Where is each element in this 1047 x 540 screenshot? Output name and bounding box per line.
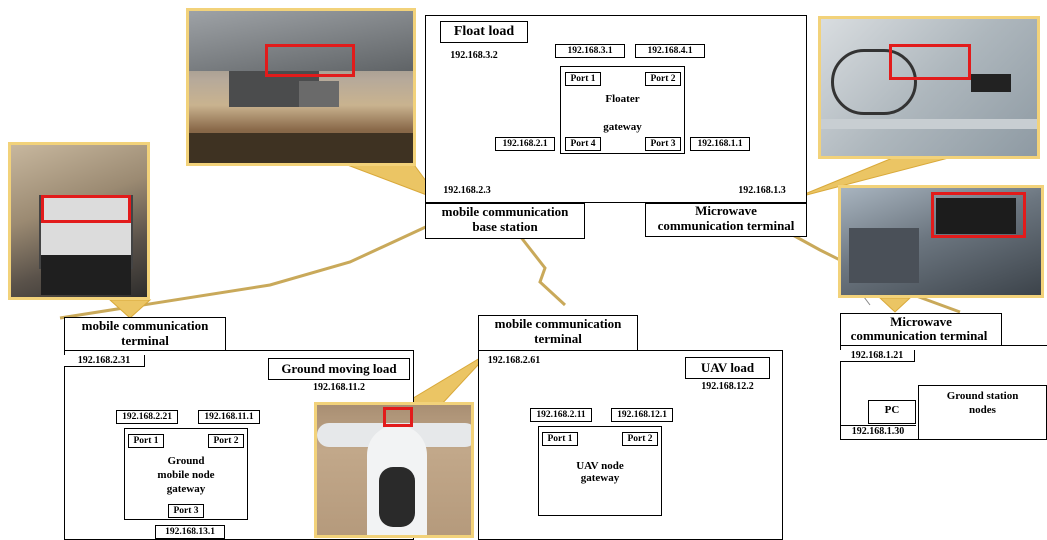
ip-192-168-13-1: 192.168.13.1	[155, 525, 225, 539]
floater-port-2: Port 2	[645, 72, 681, 86]
airship-gondola-2	[299, 81, 339, 107]
wireless-link-ground	[59, 223, 431, 320]
station-terminal-label-2: communication terminal	[850, 328, 988, 343]
pc-ip: 192.168.1.30	[840, 425, 916, 437]
callout-station	[878, 297, 912, 313]
floater-gateway-label-2: gateway	[603, 121, 642, 133]
station-device	[936, 198, 1016, 234]
gm-terminal-label-2: terminal	[121, 333, 169, 348]
ip-192-168-2-1: 192.168.2.1	[495, 137, 555, 151]
ip-192-168-1-1: 192.168.1.1	[690, 137, 750, 151]
microwave-terminal-label-2: communication terminal	[657, 218, 795, 233]
gm-gateway-label-1: Ground	[167, 455, 205, 467]
station-panel	[849, 228, 919, 283]
uav-terminal-label-2: terminal	[534, 331, 582, 346]
gm-port-1: Port 1	[128, 434, 164, 448]
gm-port-2: Port 2	[208, 434, 244, 448]
ip-192-168-11-1: 192.168.11.1	[198, 410, 260, 424]
gm-terminal-ip: 192.168.2.31	[64, 355, 145, 367]
ip-192-168-2-3: 192.168.2.3	[443, 185, 491, 196]
station-terminal-box	[840, 313, 1002, 346]
uav-load-ip: 192.168.12.2	[701, 381, 754, 392]
airship-photo	[186, 8, 416, 166]
pc-label: PC	[884, 404, 900, 416]
uav-load-title: UAV load	[685, 357, 770, 379]
station-equipment-highlight	[931, 192, 1026, 238]
floater-equipment-highlight	[889, 44, 971, 80]
ip-192-168-2-21: 192.168.2.21	[116, 410, 178, 424]
equipment-box	[971, 74, 1011, 92]
device-base	[41, 255, 131, 295]
floater-port-3: Port 3	[645, 137, 681, 151]
microwave-terminal-box	[645, 203, 807, 237]
floater-port-1: Port 1	[565, 72, 601, 86]
vehicle-equipment-highlight	[41, 195, 131, 223]
floater-port-4: Port 4	[565, 137, 601, 151]
ip-192-168-4-1: 192.168.4.1	[635, 44, 705, 58]
vehicle-equipment-photo	[8, 142, 150, 300]
callout-car	[108, 299, 152, 319]
frame-bar	[821, 119, 1037, 129]
ip-192-168-3-1: 192.168.3.1	[555, 44, 625, 58]
uav-terminal-label-1: mobile communication	[494, 316, 622, 331]
gm-gateway-label-3: gateway	[166, 483, 206, 495]
gm-terminal-box	[64, 317, 226, 351]
horizon-trees	[189, 133, 413, 163]
gm-load-ip: 192.168.11.2	[313, 382, 365, 393]
ip-192-168-2-11: 192.168.2.11	[530, 408, 592, 422]
station-terminal-ip: 192.168.1.21	[840, 350, 915, 362]
uav-gateway-label-1: UAV node	[576, 460, 624, 472]
base-station-box	[425, 203, 585, 239]
base-station-label-1: mobile communication	[441, 204, 569, 219]
uav-port-2: Port 2	[622, 432, 658, 446]
gm-load-title: Ground moving load	[268, 358, 410, 380]
microwave-terminal-label-1: Microwave	[695, 203, 757, 218]
gm-gateway-label-2: mobile node	[157, 469, 215, 481]
airship-highlight	[265, 44, 355, 77]
float-load-title: Float load	[440, 21, 528, 43]
uav-terminal-ip: 192.168.2.61	[487, 355, 541, 366]
uav-bay	[379, 467, 415, 527]
gm-terminal-label-1: mobile communication	[81, 318, 209, 333]
airship-hull	[189, 11, 413, 71]
uav-port-1: Port 1	[542, 432, 578, 446]
base-station-label-2: base station	[472, 219, 538, 234]
wireless-link-uav	[518, 235, 567, 307]
float-load-ip: 192.168.3.2	[450, 50, 498, 61]
station-terminal-label-1: Microwave	[890, 314, 952, 329]
cable-bundle	[831, 49, 917, 115]
uav-terminal-box	[478, 315, 638, 351]
floater-equipment-photo	[818, 16, 1040, 159]
uav-highlight	[383, 407, 413, 427]
gm-port-3: Port 3	[168, 504, 204, 518]
ground-station-nodes-label-1: Ground station	[946, 390, 1019, 402]
pc-box	[868, 400, 916, 424]
ip-192-168-12-1: 192.168.12.1	[611, 408, 673, 422]
ip-192-168-1-3: 192.168.1.3	[738, 185, 786, 196]
floater-gateway-label-1: Floater	[605, 93, 640, 105]
ground-station-nodes-label-2: nodes	[969, 404, 996, 416]
station-equipment-photo	[838, 185, 1044, 298]
uav-gateway-label-2: gateway	[580, 472, 620, 484]
uav-photo	[314, 402, 474, 538]
